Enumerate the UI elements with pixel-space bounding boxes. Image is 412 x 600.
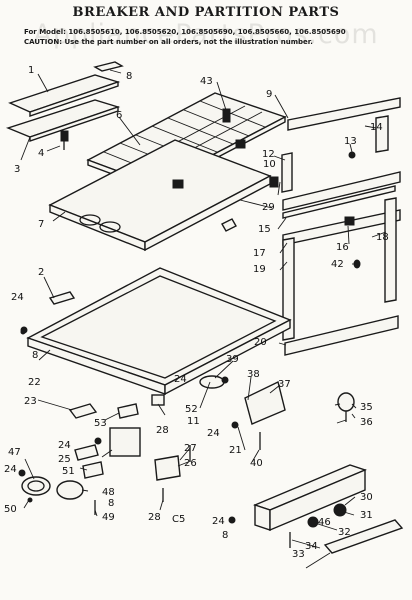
callout-39: 39: [226, 354, 239, 365]
callout-31: 31: [360, 510, 373, 521]
lower-shelf-part: [20, 267, 292, 396]
callout-24-e: 24: [4, 464, 17, 475]
callout-9: 9: [266, 89, 272, 100]
callout-40: 40: [250, 458, 263, 469]
callout-8-d: 8: [222, 530, 228, 541]
callout-28-a: 28: [156, 425, 169, 436]
caution-line: CAUTION: Use the part number on all orde…: [24, 38, 313, 46]
callout-labels: 1 8 3 4 6 7 43 9 12 10 29 15 17 19 14 13…: [4, 65, 389, 560]
callout-21: 21: [229, 445, 242, 456]
callout-42: 42: [331, 259, 344, 270]
callout-20: 20: [254, 337, 267, 348]
callout-24-f: 24: [212, 516, 225, 527]
callout-34: 34: [305, 541, 318, 552]
callout-14: 14: [370, 122, 383, 133]
callout-33: 33: [292, 549, 305, 560]
callout-48: 48: [102, 487, 115, 498]
callout-29: 29: [262, 202, 275, 213]
diagram-title: BREAKER AND PARTITION PARTS: [72, 5, 340, 20]
callout-49: 49: [102, 512, 115, 523]
callout-11: 11: [187, 416, 200, 427]
callout-25: 25: [58, 454, 71, 465]
callout-12: 12: [262, 149, 275, 160]
callout-7: 7: [38, 219, 44, 230]
callout-4: 4: [38, 148, 44, 159]
callout-30: 30: [360, 492, 373, 503]
callout-43: 43: [200, 76, 213, 87]
callout-18: 18: [376, 232, 389, 243]
callout-27: 27: [184, 443, 197, 454]
callout-6: 6: [116, 110, 122, 121]
breaker-tray-part: [48, 108, 272, 252]
callout-16: 16: [336, 242, 349, 253]
callout-15: 15: [258, 224, 271, 235]
callout-1: 1: [28, 65, 34, 76]
callout-c5: C5: [172, 514, 185, 525]
breaker-strip-part: [5, 61, 124, 142]
callout-8-b: 8: [32, 350, 38, 361]
fastener-part: [60, 130, 69, 150]
callout-52: 52: [185, 404, 198, 415]
callout-22: 22: [28, 377, 41, 388]
callout-35: 35: [360, 402, 373, 413]
callout-24-c: 24: [207, 428, 220, 439]
watermark: AppliancePartsPros.com: [33, 19, 379, 50]
callout-leader-lines: [20, 69, 387, 569]
callout-17: 17: [253, 248, 266, 259]
callout-19: 19: [253, 264, 266, 275]
models-line: For Model: 106.8505610, 106.8505620, 106…: [24, 28, 346, 36]
callout-8-a: 8: [126, 71, 132, 82]
callout-24-b: 24: [174, 374, 187, 385]
partition-frame-part: [221, 97, 401, 356]
callout-26: 26: [184, 458, 197, 469]
callout-24-d: 24: [58, 440, 71, 451]
callout-23: 23: [24, 396, 37, 407]
callout-50: 50: [4, 504, 17, 515]
control-parts: [18, 329, 404, 554]
callout-47: 47: [8, 447, 21, 458]
callout-53: 53: [94, 418, 107, 429]
callout-32: 32: [338, 527, 351, 538]
callout-51: 51: [62, 466, 75, 477]
callout-28-b: 28: [148, 512, 161, 523]
callout-8-c: 8: [108, 498, 114, 509]
callout-38: 38: [247, 369, 260, 380]
callout-46: 46: [318, 517, 331, 528]
callout-36: 36: [360, 417, 373, 428]
callout-37: 37: [278, 379, 291, 390]
callout-24-a: 24: [11, 292, 24, 303]
callout-3: 3: [14, 164, 20, 175]
callout-10: 10: [263, 159, 276, 170]
callout-2: 2: [38, 267, 44, 278]
callout-13: 13: [344, 136, 357, 147]
